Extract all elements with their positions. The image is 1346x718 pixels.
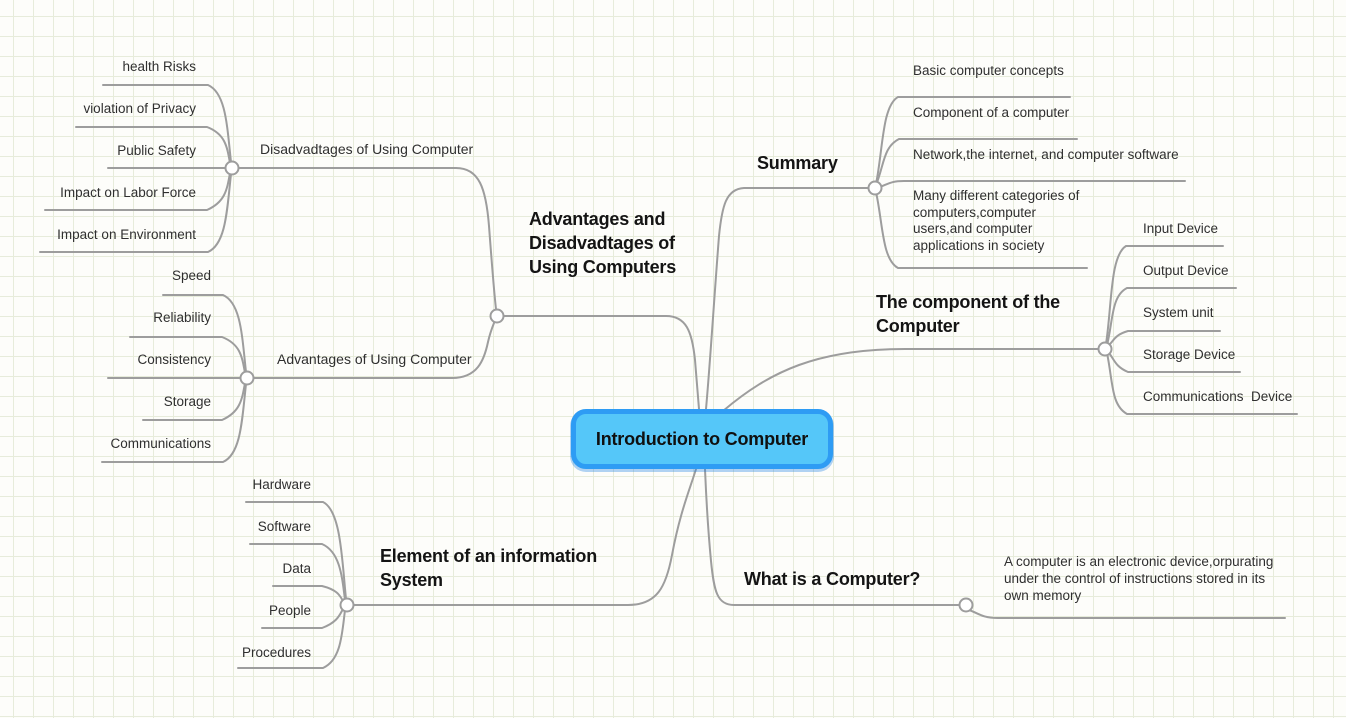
leaf-hardware[interactable]: Hardware (252, 477, 311, 492)
connector-basic-concepts (875, 96, 1071, 185)
topic-advantages[interactable]: Advantages of Using Computer (277, 351, 472, 367)
leaf-impact-labor-force[interactable]: Impact on Labor Force (60, 185, 196, 200)
connector-output-device (1106, 287, 1237, 346)
topic-disadvantages[interactable]: Disadvadtages of Using Computer (260, 141, 474, 157)
leaf-reliability[interactable]: Reliability (153, 310, 211, 325)
connector-communications-device (1106, 352, 1298, 415)
leaf-data[interactable]: Data (282, 561, 311, 576)
leaf-speed[interactable]: Speed (171, 268, 211, 283)
leaf-violation-privacy[interactable]: violation of Privacy (83, 101, 196, 116)
connector-input-device (1105, 245, 1224, 345)
leaf-communications-device[interactable]: Communications Device (1143, 389, 1293, 404)
leaf-many-categories[interactable]: Many different categories of computers,c… (913, 188, 1080, 253)
connector-software (249, 543, 346, 601)
topic-element-information-system[interactable]: Element of an information System (380, 546, 598, 590)
leaf-computer-definition[interactable]: A computer is an electronic device,orpur… (1004, 554, 1274, 603)
leaf-health-risks[interactable]: health Risks (122, 59, 196, 74)
leaf-input-device[interactable]: Input Device (1143, 221, 1219, 236)
connector-storage (142, 382, 246, 421)
leaf-basic-concepts[interactable]: Basic computer concepts (913, 63, 1064, 78)
joint-advantages[interactable] (239, 370, 255, 386)
connector-communications (101, 383, 247, 463)
topic-summary[interactable]: Summary (757, 153, 838, 173)
connector-element-spine (353, 468, 697, 606)
joint-summary[interactable] (867, 180, 883, 196)
leaf-storage-device[interactable]: Storage Device (1143, 347, 1236, 362)
joint-whatis[interactable] (958, 597, 974, 613)
connector-people (261, 608, 344, 629)
leaf-component-of-a-computer[interactable]: Component of a computer (913, 105, 1070, 120)
joint-component[interactable] (1097, 341, 1113, 357)
connector-procedures (237, 609, 346, 669)
connector-speed (162, 294, 247, 373)
joint-advdis[interactable] (489, 308, 505, 324)
leaf-impact-environment[interactable]: Impact on Environment (57, 227, 196, 242)
leaf-people[interactable]: People (268, 603, 311, 618)
connector-hardware (245, 501, 347, 600)
connector-violation-privacy (75, 126, 231, 164)
connector-computer-definition (968, 609, 1286, 619)
topic-what-is-computer[interactable]: What is a Computer? (744, 569, 921, 589)
leaf-software[interactable]: Software (257, 519, 311, 534)
topic-advantages-disadvantages[interactable]: Advantages and Disadvadtages of Using Co… (529, 209, 677, 277)
connector-component-spine (722, 348, 1099, 412)
connector-many-categories (875, 191, 1088, 269)
connector-advdis-spine (503, 315, 700, 410)
connector-impact-labor (44, 172, 231, 211)
root-topic[interactable]: Introduction to Computer (571, 409, 833, 469)
joint-disadvantages[interactable] (224, 160, 240, 176)
leaf-consistency[interactable]: Consistency (137, 352, 211, 367)
connector-advantages-spine (253, 322, 495, 379)
leaf-communications[interactable]: Communications (110, 436, 211, 451)
leaf-output-device[interactable]: Output Device (1143, 263, 1229, 278)
leaf-system-unit[interactable]: System unit (1143, 305, 1214, 320)
connector-summary-spine (705, 187, 870, 410)
leaf-procedures[interactable]: Procedures (241, 645, 311, 660)
connector-impact-environment (39, 173, 232, 253)
connector-health-risks (102, 84, 232, 163)
leaf-storage[interactable]: Storage (163, 394, 211, 409)
connector-network (879, 180, 1186, 188)
leaf-public-safety[interactable]: Public Safety (117, 143, 196, 158)
topic-component-of-computer[interactable]: The component of the Computer (876, 292, 1060, 336)
connector-component-of-computer (875, 138, 1078, 186)
leaf-network-internet-software[interactable]: Network,the internet, and computer softw… (913, 147, 1179, 162)
connector-whatis-spine (704, 468, 960, 606)
joint-element[interactable] (339, 597, 355, 613)
root-topic-label: Introduction to Computer (595, 428, 809, 449)
connector-disadvantages-spine (238, 167, 497, 310)
connector-reliability (129, 336, 246, 374)
connector-data (272, 585, 344, 602)
connector-system-unit (1107, 330, 1221, 347)
